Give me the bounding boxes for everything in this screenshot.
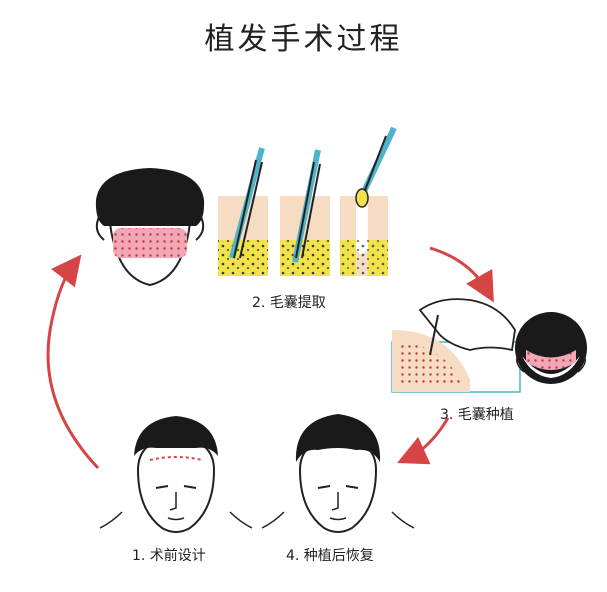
cross-section-1 — [218, 147, 268, 276]
cross-section-3 — [340, 126, 397, 276]
extraction-cross-sections — [218, 126, 397, 276]
arrow-extraction-to-implantation — [429, 246, 494, 303]
recipient-head-illustration — [515, 312, 587, 384]
implantation-illustration — [391, 298, 587, 393]
cross-section-2 — [280, 149, 330, 276]
pre-op-face-illustration — [99, 416, 253, 533]
step-2-label: 2. 毛囊提取 — [252, 295, 326, 311]
page-title: 植发手术过程 — [204, 22, 403, 57]
post-op-face-illustration — [261, 414, 415, 533]
cycle-arrows — [46, 246, 494, 470]
step-4-label: 4. 种植后恢复 — [286, 548, 374, 564]
arrow-design-to-extraction — [46, 254, 100, 470]
donor-head-illustration — [95, 168, 205, 287]
step-3-label: 3. 毛囊种植 — [440, 407, 514, 423]
arrow-implantation-to-recovery — [397, 417, 450, 465]
step-1-label: 1. 术前设计 — [132, 548, 206, 564]
